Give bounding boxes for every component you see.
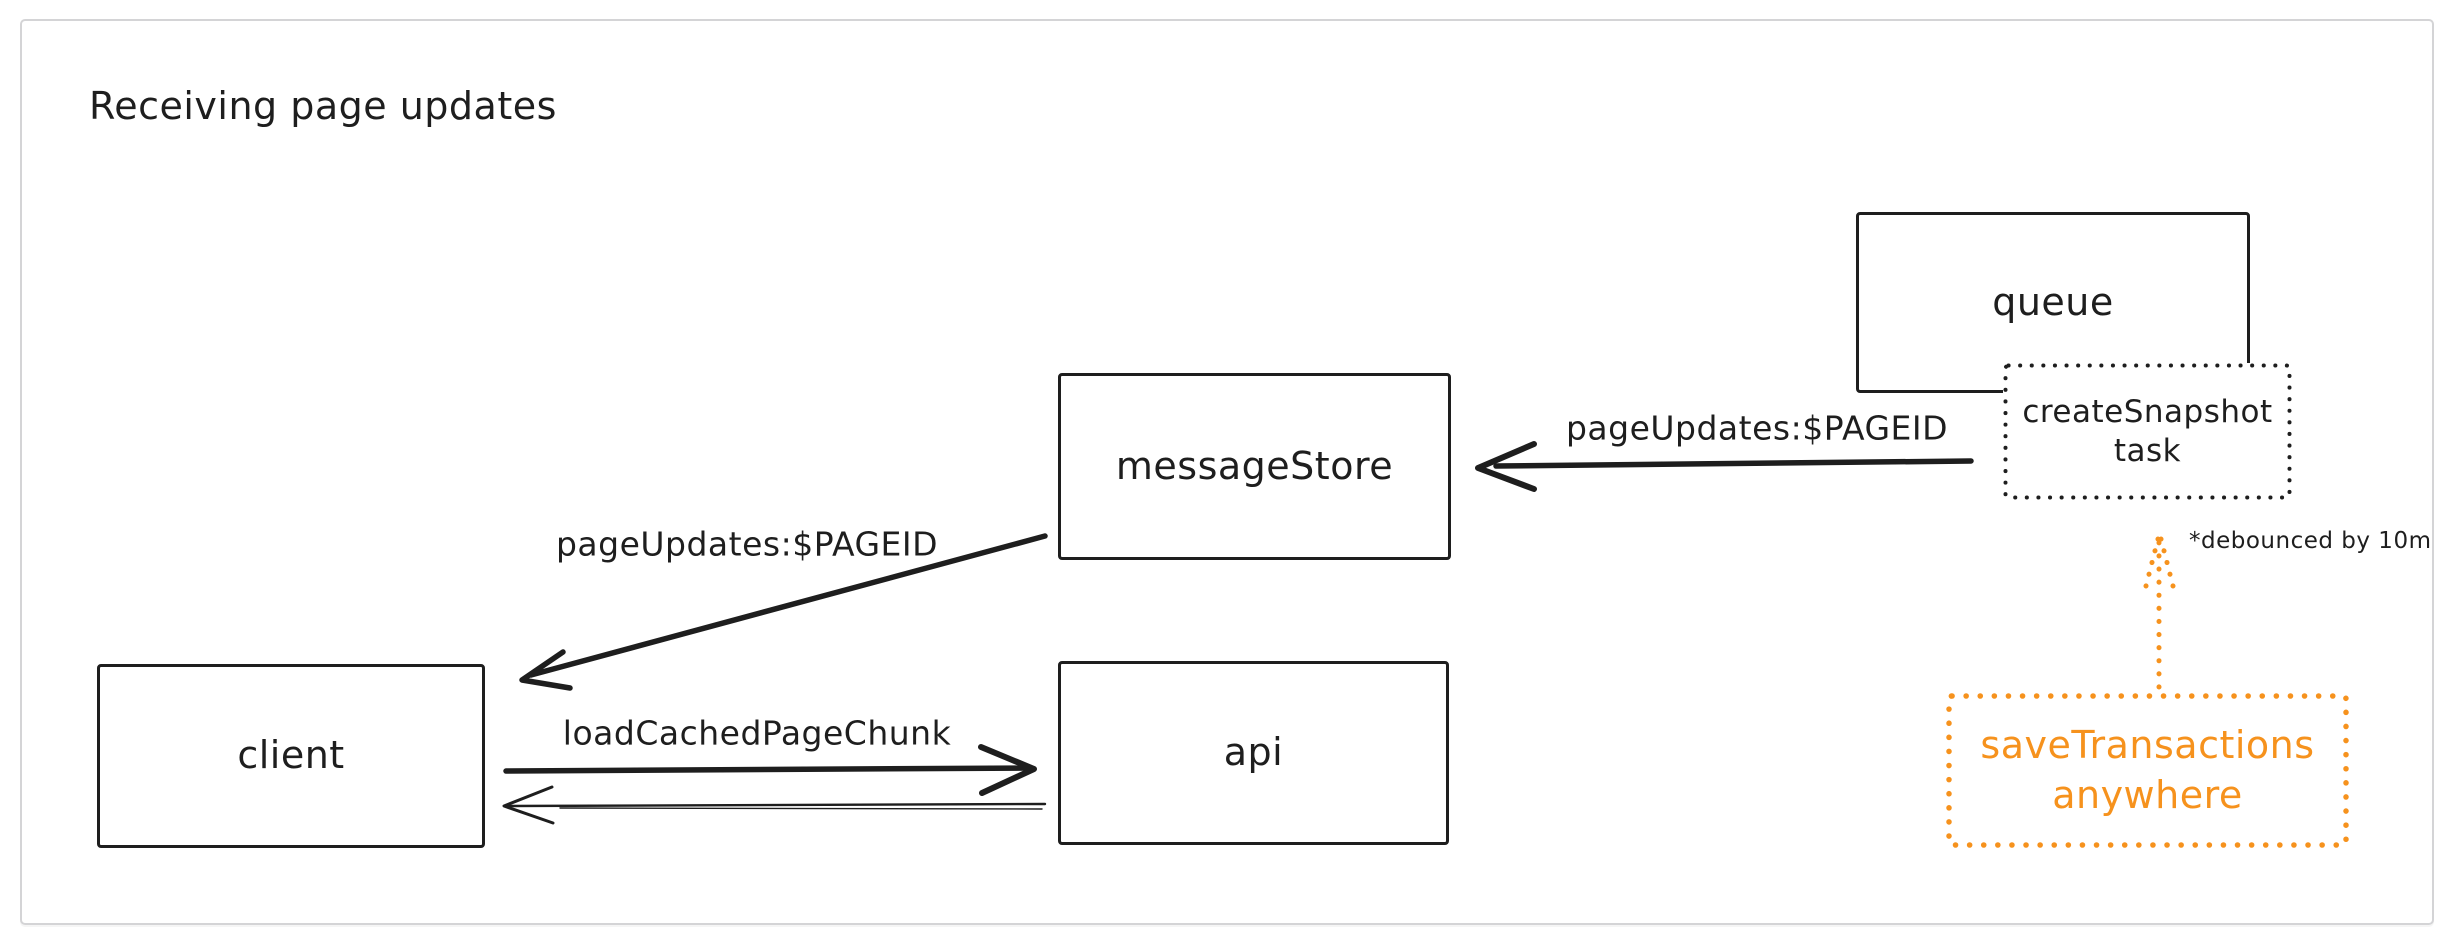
debounce-note[interactable]: *debounced by 10m xyxy=(2189,528,2432,554)
node-save-transactions[interactable]: saveTransactions anywhere xyxy=(1946,693,2349,848)
node-save-transactions-label-line2: anywhere xyxy=(2052,772,2243,817)
node-message-store[interactable]: messageStore xyxy=(1058,373,1451,560)
node-queue-label: queue xyxy=(1992,279,2114,324)
node-create-snapshot-label-line1: createSnapshot xyxy=(2022,393,2273,430)
edge-label-page-updates-left[interactable]: pageUpdates:$PAGEID xyxy=(549,524,945,564)
node-save-transactions-label-line1: saveTransactions xyxy=(1980,723,2315,768)
canvas-frame-border xyxy=(20,19,2434,925)
node-message-store-label: messageStore xyxy=(1115,443,1394,488)
node-create-snapshot-label-line2: task xyxy=(2113,432,2182,469)
diagram-title[interactable]: Receiving page updates xyxy=(89,84,557,128)
edge-label-load-cached-page-chunk[interactable]: loadCachedPageChunk xyxy=(556,713,958,753)
node-client-label: client xyxy=(237,733,345,778)
node-create-snapshot-task[interactable]: createSnapshot task xyxy=(2003,363,2292,500)
node-api-label: api xyxy=(1223,730,1284,775)
node-client[interactable]: client xyxy=(97,664,485,848)
edge-label-page-updates-right[interactable]: pageUpdates:$PAGEID xyxy=(1559,408,1955,448)
node-api[interactable]: api xyxy=(1058,661,1449,845)
